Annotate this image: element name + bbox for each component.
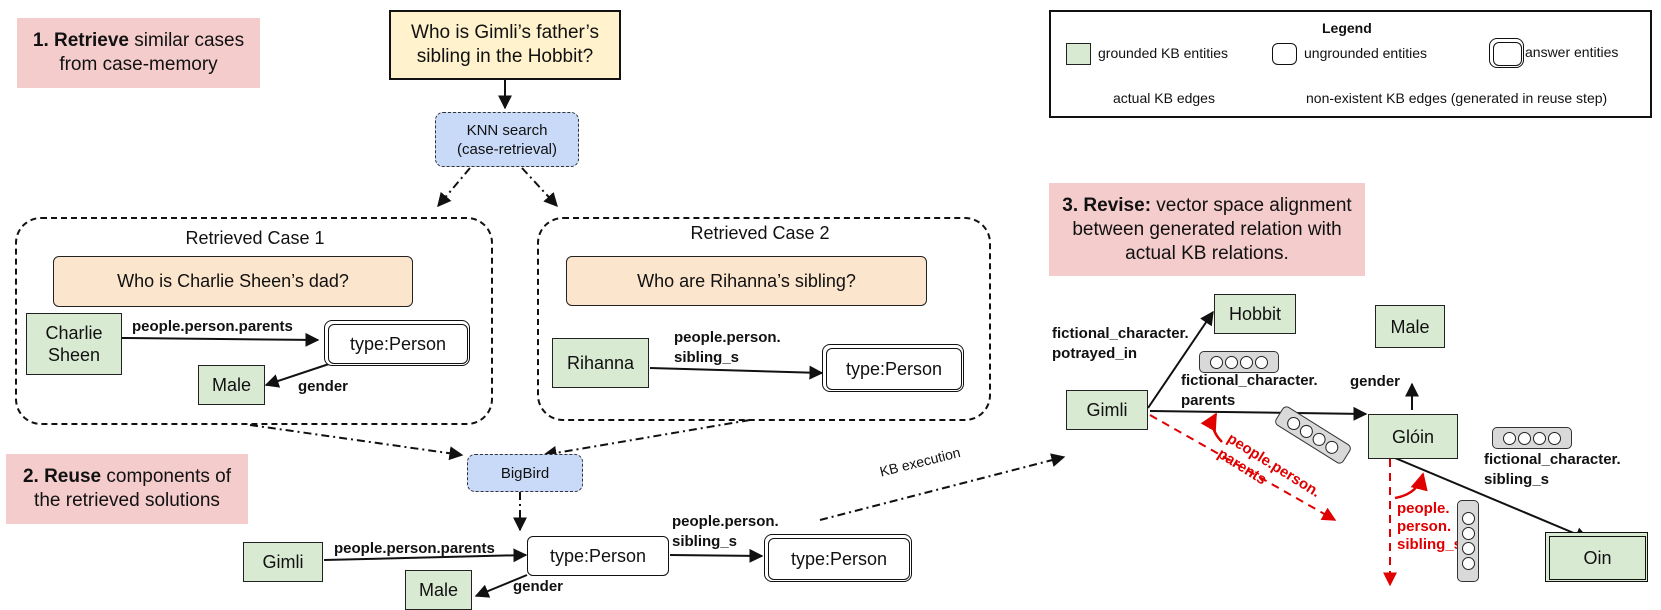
revise-rel-parents-line1: fictional_character. [1181,372,1318,389]
step-retrieve: 1. Retrieve similar cases from case-memo… [17,18,260,88]
edge-gimli-gloin [1149,406,1368,421]
case1-entity-line2: Sheen [47,345,101,365]
legend-nonexistent-label: non-existent KB edges (generated in reus… [1306,90,1608,106]
revise-rel-sibling-line2: sibling_s [1484,471,1550,488]
edge-knn-case1 [437,167,471,208]
legend-actual-label: actual KB edges [1113,90,1215,106]
case2-entity-rihanna: Rihanna [552,338,649,388]
step-retrieve-text2: from case-memory [59,54,218,75]
reuse-rel-sibling-line2: sibling_s [672,533,738,550]
vector-generated-sibling-icon [1457,500,1479,582]
edge-case1-parents [121,332,320,347]
case1-male: Male [198,365,265,405]
reuse-answer-entity: type:Person [764,534,912,582]
step-reuse-text2: the retrieved solutions [34,490,220,511]
revise-gen-sibling-line3: sibling_s [1397,536,1463,553]
knn-search-box: KNN search (case-retrieval) [435,112,579,167]
case2-answer-entity: type:Person [822,344,964,392]
legend-ungrounded-label: ungrounded entities [1304,45,1427,61]
step-reuse-text: components of [101,466,232,487]
align-arc-sibling [1394,472,1428,500]
case1-answer-entity: type:Person [324,320,470,366]
step-revise-text2: between generated relation with [1072,218,1342,240]
revise-male: Male [1375,305,1445,348]
edge-reuse-parents [323,548,528,563]
align-arc-parents [1200,412,1223,443]
edge-case1-gender [264,361,336,388]
edge-case1-bigbird [249,424,464,461]
edge-kb-execution [819,453,1066,521]
case1-entity-charlie-sheen: Charlie Sheen [26,313,122,375]
retrieved-case-1 [15,217,493,425]
case2-answer-label: type:Person [826,348,962,390]
legend-answer-label: answer entities [1525,44,1619,60]
case1-question: Who is Charlie Sheen’s dad? [53,256,413,307]
step-revise-bold: 3. Revise: [1062,194,1152,216]
retrieved-case-2 [537,217,991,421]
case2-rel-line2: sibling_s [674,349,740,366]
legend-box [1049,10,1652,118]
reuse-rel-sibling-line1: people.person. [672,513,779,530]
case1-answer-label: type:Person [328,324,468,364]
case2-question: Who are Rihanna’s sibling? [566,256,927,306]
reuse-rel-gender: gender [513,578,564,595]
legend-grounded-swatch [1066,43,1091,65]
step-retrieve-bold: 1. Retrieve [32,30,130,51]
edge-case2-bigbird [542,419,751,460]
bigbird-label: BigBird [500,464,550,482]
revise-oin: Oin [1545,532,1648,582]
step-revise-text3: actual KB relations. [1125,242,1289,264]
case1-rel-gender: gender [298,378,349,395]
step-revise: 3. Revise: vector space alignment betwee… [1049,183,1365,276]
revise-oin-label: Oin [1549,536,1646,580]
revise-gen-sibling-line2: person. [1397,518,1452,535]
reuse-male: Male [405,570,472,610]
case2-title: Retrieved Case 2 [690,222,830,243]
legend-answer-swatch [1489,38,1524,68]
edge-knn-case2 [521,167,558,208]
revise-gen-sibling: people. person. sibling_s [1397,500,1462,554]
revise-gloin: Glóin [1368,414,1458,459]
knn-search-line2: (case-retrieval) [456,140,558,158]
reuse-answer-label: type:Person [768,538,910,580]
revise-rel-portrayed-line2: potrayed_in [1052,345,1138,362]
edge-case2-sibling [649,365,824,380]
case1-title: Retrieved Case 1 [185,227,325,248]
query-question-line2: sibling in the Hobbit? [416,46,594,67]
vector-sibling-icon [1492,427,1572,449]
revise-rel-portrayed-line1: fictional_character. [1052,325,1189,342]
vector-portrayed-icon [1199,351,1279,373]
case2-rel-line1: people.person. [674,329,781,346]
knn-search-line1: KNN search [466,121,548,139]
revise-gen-sibling-line1: people. [1397,500,1450,517]
legend-grounded-label: grounded KB entities [1098,45,1228,61]
edge-gimli-hobbit [1147,310,1214,409]
revise-rel-gender: gender [1350,373,1401,390]
bigbird-box: BigBird [467,454,583,492]
case1-entity-line1: Charlie [45,323,103,343]
revise-gimli: Gimli [1066,390,1148,430]
edge-reuse-gender [474,574,528,598]
revise-hobbit: Hobbit [1214,294,1296,334]
reuse-mid-entity: type:Person [527,536,669,576]
edge-gloin-oin [1394,457,1590,541]
reuse-rel-parents: people.person.parents [334,540,495,557]
query-question-line1: Who is Gimli’s father’s [411,22,599,43]
legend-title: Legend [1322,20,1372,36]
step-reuse-bold: 2. Reuse [22,466,102,487]
reuse-gimli: Gimli [243,542,323,582]
query-question: Who is Gimli’s father’s sibling in the H… [389,10,621,80]
case1-rel-parents: people.person.parents [132,318,293,335]
step-retrieve-text: similar cases [129,30,245,51]
edge-generated-parents [1149,414,1337,521]
step-revise-text: vector space alignment [1151,194,1352,216]
revise-rel-sibling-line1: fictional_character. [1484,451,1621,468]
legend-ungrounded-swatch [1272,43,1297,65]
edge-reuse-sibling [669,548,764,563]
step-reuse: 2. Reuse components of the retrieved sol… [6,454,248,524]
revise-rel-parents-line2: parents [1181,392,1236,409]
